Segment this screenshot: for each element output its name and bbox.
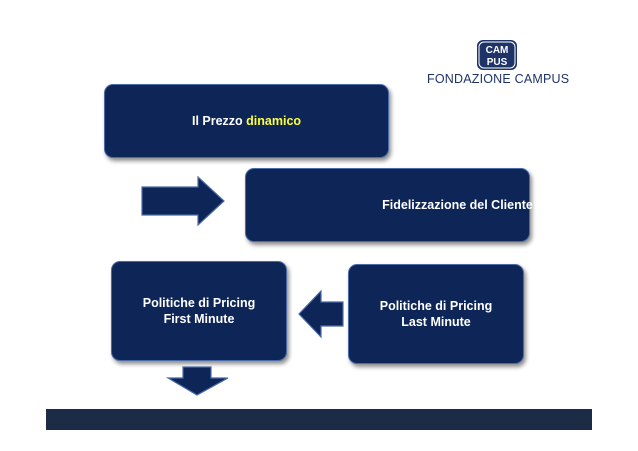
box-fidelizzazione: Fidelizzazione del Cliente [245,168,533,242]
box-first-minute: Politiche di Pricing First Minute [111,261,287,361]
arrow-down-icon [165,366,229,396]
box-prezzo-text: Il Prezzo [191,114,247,128]
box-last-minute-line2: Last Minute [401,315,471,329]
box-last-minute-line1: Politiche di Pricing [379,299,493,313]
box-last-minute: Politiche di Pricing Last Minute [348,264,524,364]
box-first-minute-line1: Politiche di Pricing [142,296,256,310]
footer-bar [46,409,592,430]
box-first-minute-line2: First Minute [163,312,235,326]
svg-text:CAM: CAM [486,45,509,56]
arrow-left-icon [298,289,344,339]
box-prezzo-label: Il Prezzo dinamico [192,113,301,129]
arrow-right-icon [141,175,225,227]
box-prezzo-highlight: dinamico [246,114,302,128]
campus-logo-mark-icon: CAM PUS [477,40,517,70]
logo-name: FONDAZIONE CAMPUS [427,72,570,86]
box-fidelizzazione-label: Fidelizzazione del Cliente [382,198,533,212]
svg-text:PUS: PUS [487,57,508,68]
box-prezzo-dinamico: Il Prezzo dinamico [104,84,389,158]
